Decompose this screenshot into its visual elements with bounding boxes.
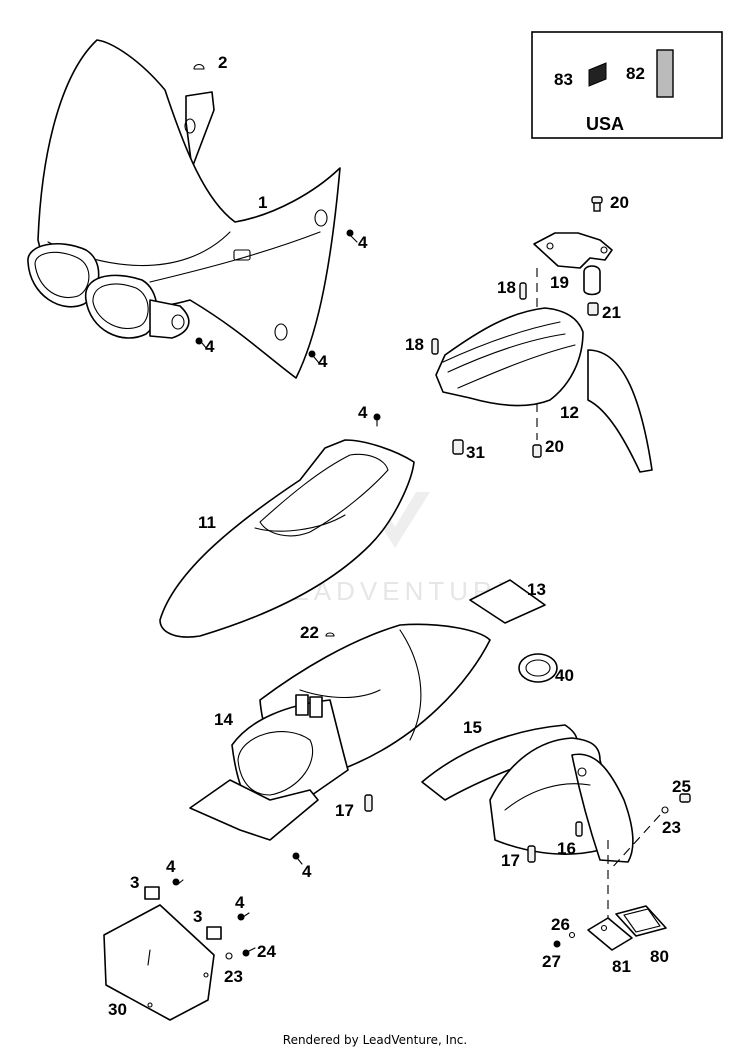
callout-30: 30 (108, 1000, 127, 1019)
part-13-sticker (469, 579, 546, 624)
callout-3: 3 (193, 907, 202, 926)
callout-16: 16 (557, 839, 576, 858)
callout-12: 12 (560, 403, 579, 422)
callout-82: 82 (626, 64, 645, 83)
part-19-fender-bracket (533, 232, 613, 296)
callout-17: 17 (335, 801, 354, 820)
callout-2: 2 (218, 53, 227, 72)
callout-4: 4 (358, 403, 368, 422)
callout-23: 23 (662, 818, 681, 837)
screw-4g (237, 912, 250, 921)
callout-21: 21 (602, 303, 621, 322)
bolt-21 (587, 302, 599, 316)
callout-4: 4 (318, 352, 328, 371)
callout-17: 17 (501, 851, 520, 870)
screw-4e (292, 852, 303, 865)
bolt-18b (431, 338, 439, 355)
washer-23b (225, 952, 233, 960)
callout-83: 83 (554, 70, 573, 89)
screw-4b (195, 337, 208, 350)
callout-25: 25 (672, 777, 691, 796)
bolt-16 (575, 821, 583, 837)
callout-18: 18 (497, 278, 516, 297)
callout-20: 20 (610, 193, 629, 212)
clip-3b (206, 926, 222, 940)
fastener-22 (325, 632, 335, 637)
alignment-line-23 (609, 814, 661, 871)
footer-credit: Rendered by LeadVenture, Inc. (282, 1033, 468, 1047)
part-82-reflector-long (656, 49, 674, 98)
callout-4: 4 (235, 893, 245, 912)
callout-23: 23 (224, 967, 243, 986)
inset-label: USA (586, 114, 624, 134)
bolt-20-bottom (532, 444, 542, 458)
callout-13: 13 (527, 580, 546, 599)
nut-27 (553, 940, 561, 948)
callout-40: 40 (555, 666, 574, 685)
callout-18: 18 (405, 335, 424, 354)
callout-22: 22 (300, 623, 319, 642)
part-81-plate (587, 917, 633, 951)
part-40-plug (518, 653, 558, 683)
washer-26 (568, 931, 576, 939)
callout-20: 20 (545, 437, 564, 456)
part-1-headlight-mask (27, 39, 341, 379)
screw-4f (172, 878, 184, 886)
callout-31: 31 (466, 443, 485, 462)
callout-4: 4 (302, 862, 312, 881)
bolt-25 (679, 793, 691, 803)
clip-3a (144, 886, 160, 900)
callout-19: 19 (550, 273, 569, 292)
callout-27: 27 (542, 952, 561, 971)
callout-15: 15 (463, 718, 482, 737)
screw-24 (242, 947, 256, 957)
spacer-31 (452, 439, 464, 455)
callout-80: 80 (650, 947, 669, 966)
callout-81: 81 (612, 957, 631, 976)
usa-inset: USA (531, 31, 723, 139)
part-12-front-fender (435, 307, 653, 473)
callouts: 1 2 4 4 4 4 83 82 20 19 18 18 21 12 20 3… (108, 53, 691, 1019)
part-30-plate-holder (103, 904, 215, 1021)
callout-11: 11 (198, 513, 216, 532)
screw-4c (308, 350, 320, 364)
washer-23a (661, 806, 669, 814)
bolt-17a (364, 794, 373, 812)
callout-24: 24 (257, 942, 276, 961)
screw-4a (346, 229, 358, 243)
part-11-rear-fender-upper (159, 439, 415, 638)
part-83-reflector-small (588, 62, 607, 87)
fastener-2 (193, 63, 205, 70)
callout-4: 4 (166, 857, 176, 876)
part-14-rear-mudguard (189, 623, 491, 841)
callout-3: 3 (130, 873, 139, 892)
callout-4: 4 (205, 337, 215, 356)
callout-4: 4 (358, 233, 368, 252)
callout-1: 1 (258, 193, 267, 212)
bolt-17b (527, 845, 536, 863)
callout-26: 26 (551, 915, 570, 934)
callout-14: 14 (214, 710, 233, 729)
part-15-rear-fender (421, 724, 634, 863)
screw-4d (373, 413, 381, 427)
part-80-reflector (615, 905, 667, 937)
bolt-18a (519, 282, 527, 300)
bolt-20-top (591, 196, 603, 212)
